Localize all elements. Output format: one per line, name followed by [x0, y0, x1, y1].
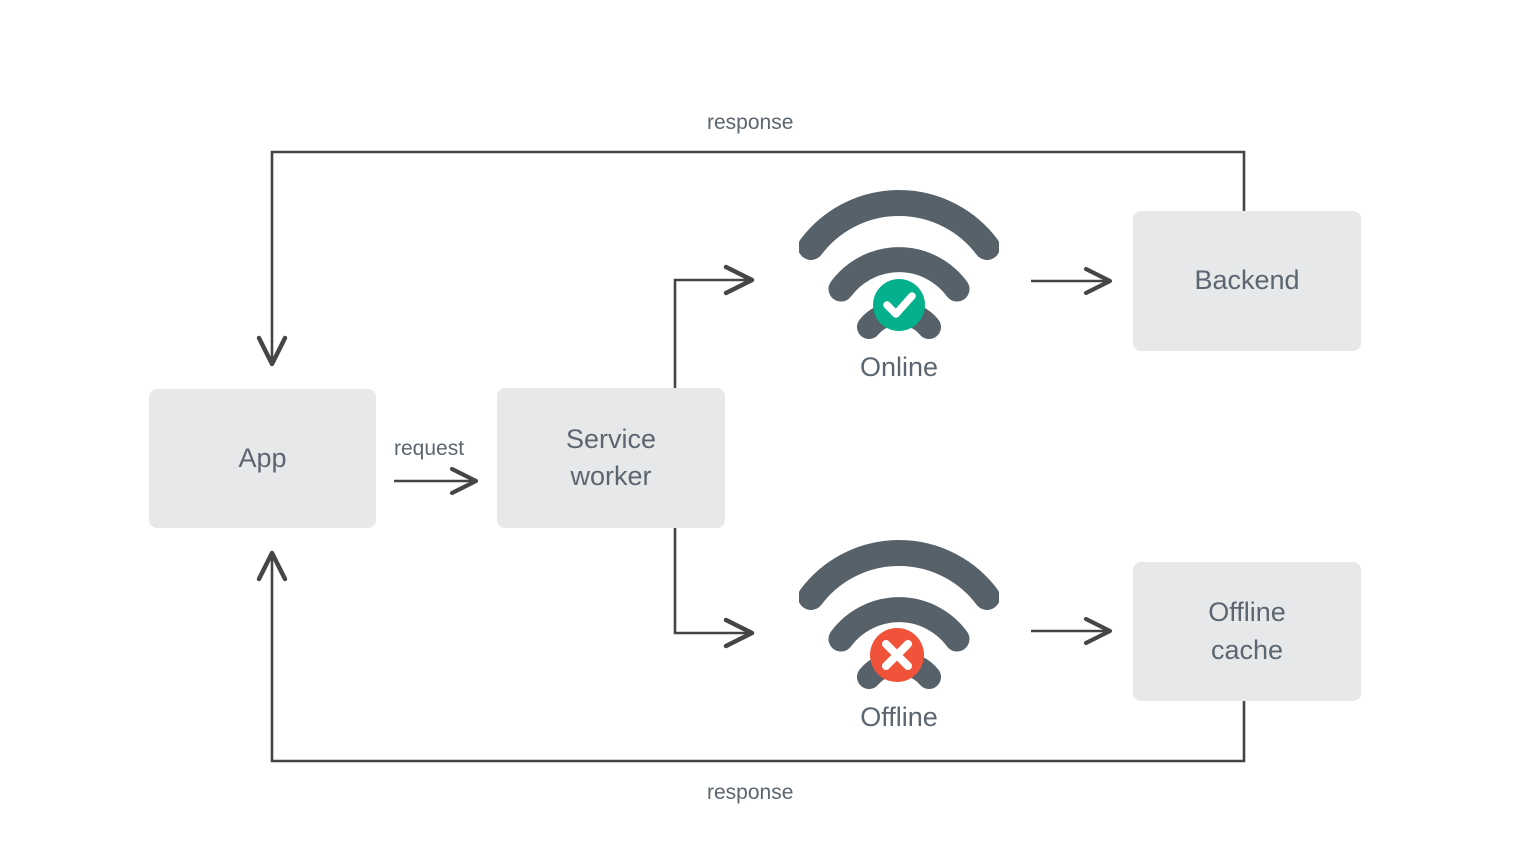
x-glyph-icon — [882, 640, 912, 670]
node-service-worker[interactable]: Service worker — [497, 388, 725, 528]
status-offline-group: Offline — [799, 538, 999, 733]
edge-response-top — [256, 150, 1246, 367]
node-backend[interactable]: Backend — [1133, 211, 1361, 351]
edge-sw-to-offline — [673, 528, 755, 649]
edge-label-request: request — [394, 437, 465, 460]
edge-response-bottom — [256, 550, 1246, 763]
status-offline-label: Offline — [860, 702, 938, 732]
node-app[interactable]: App — [149, 389, 376, 528]
edge-label-response-top: response — [707, 111, 794, 134]
wifi-icon — [799, 190, 999, 339]
edge-label-response-bottom: response — [707, 781, 794, 804]
node-offline-cache[interactable]: Offline cache — [1133, 562, 1361, 701]
status-online-group: Online — [799, 188, 999, 383]
check-glyph-icon — [883, 292, 916, 318]
wifi-icon — [799, 540, 999, 689]
status-online-label: Online — [859, 352, 939, 382]
edge-sw-to-online — [673, 264, 755, 388]
